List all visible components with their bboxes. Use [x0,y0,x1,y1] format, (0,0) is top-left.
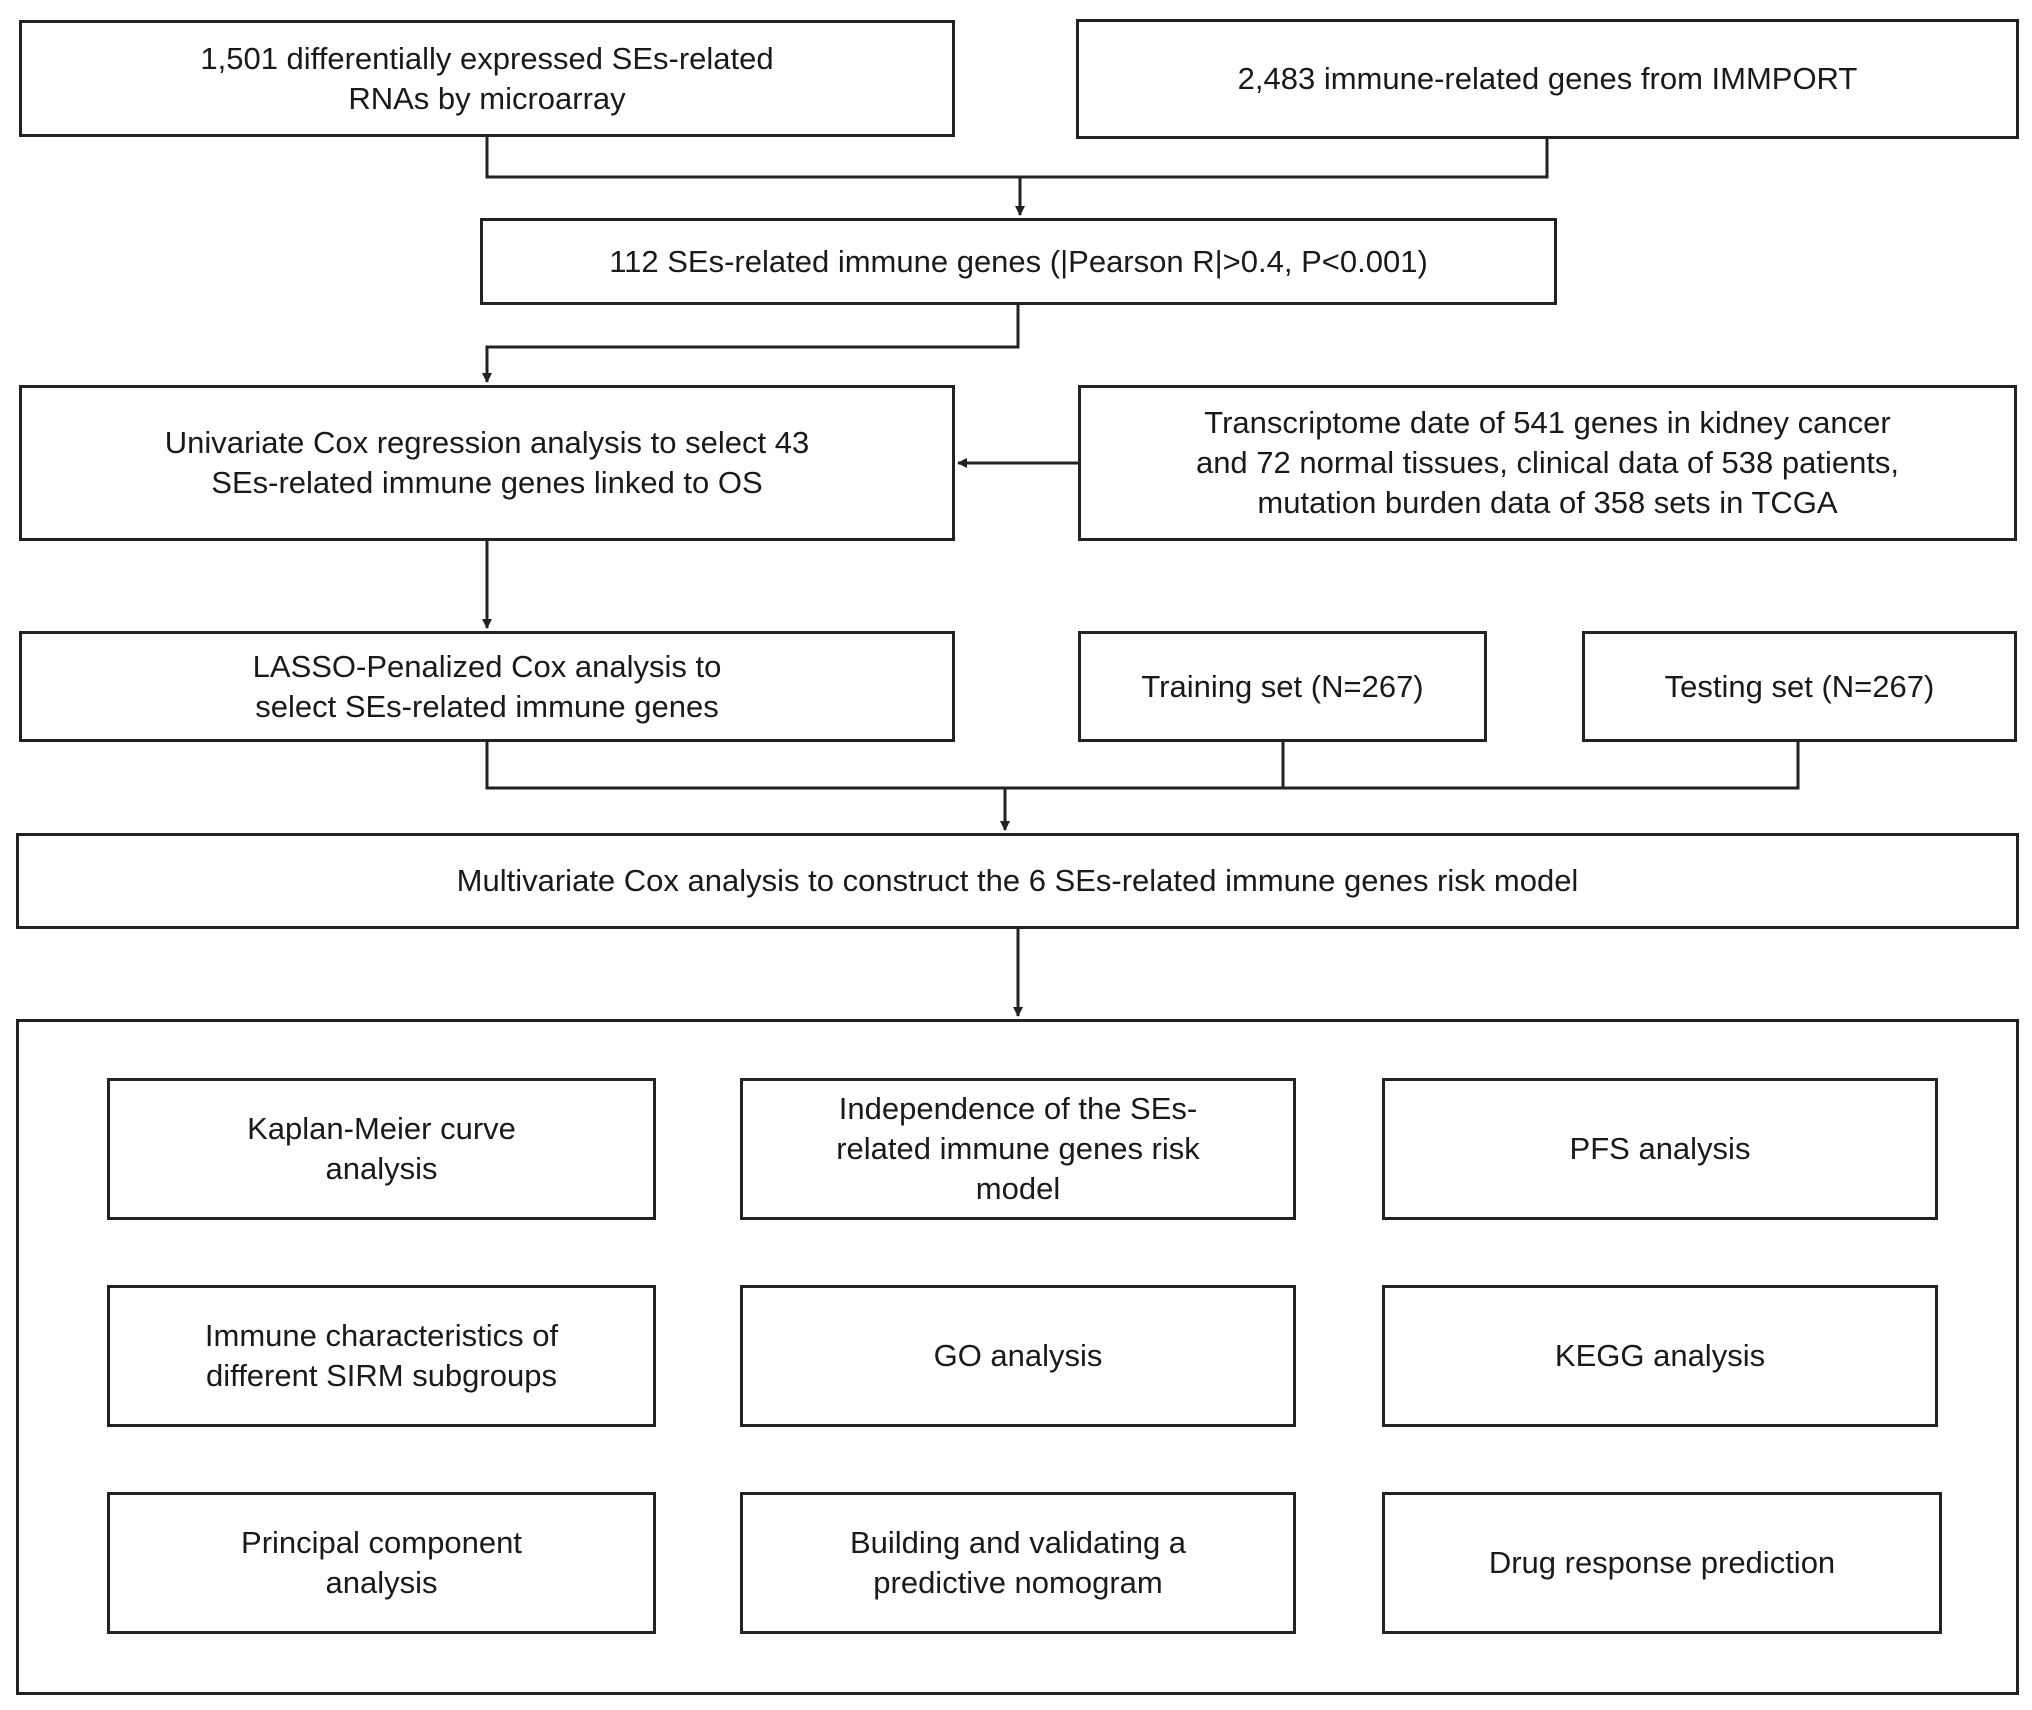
univariate-cox-label: Univariate Cox regression analysis to se… [164,425,810,500]
kegg-analysis-label: KEGG analysis [1554,1338,1766,1373]
connector-lasso [485,742,1800,790]
go-analysis-box: GO analysis [740,1285,1296,1427]
univariate-cox-box: Univariate Cox regression analysis to se… [19,385,955,541]
connector-immport [1020,139,1549,179]
kegg-analysis-box: KEGG analysis [1382,1285,1938,1427]
pearson-genes-box: 112 SEs-related immune genes (|Pearson R… [480,218,1557,305]
immune-characteristics-box: Immune characteristics of different SIRM… [107,1285,656,1427]
pearson-genes-label: 112 SEs-related immune genes (|Pearson R… [609,243,1428,279]
testing-set-label: Testing set (N=267) [1664,668,1935,704]
pca-label: Principal component analysis [241,1525,522,1600]
multivariate-cox-label: Multivariate Cox analysis to construct t… [456,863,1579,898]
kaplan-meier-box: Kaplan-Meier curve analysis [107,1078,656,1220]
immport-genes-label: 2,483 immune-related genes from IMMPORT [1237,61,1858,96]
immport-genes-box: 2,483 immune-related genes from IMMPORT [1076,19,2019,139]
drug-response-label: Drug response prediction [1488,1545,1836,1580]
tcga-data-label: Transcriptome date of 541 genes in kidne… [1195,405,1900,520]
tcga-data-box: Transcriptome date of 541 genes in kidne… [1078,385,2017,541]
connector-microarray [485,137,1020,179]
pca-box: Principal component analysis [107,1492,656,1634]
immune-characteristics-label: Immune characteristics of different SIRM… [204,1318,559,1393]
go-analysis-label: GO analysis [933,1338,1103,1373]
drug-response-box: Drug response prediction [1382,1492,1942,1634]
lasso-cox-label: LASSO-Penalized Cox analysis to select S… [252,648,722,724]
nomogram-label: Building and validating a predictive nom… [849,1525,1187,1600]
independence-label: Independence of the SEs- related immune … [836,1091,1200,1206]
testing-set-box: Testing set (N=267) [1582,631,2017,742]
nomogram-box: Building and validating a predictive nom… [740,1492,1296,1634]
microarray-rnas-box: 1,501 differentially expressed SEs-relat… [19,20,955,137]
microarray-rnas-label: 1,501 differentially expressed SEs-relat… [200,40,774,116]
pfs-analysis-box: PFS analysis [1382,1078,1938,1220]
kaplan-meier-label: Kaplan-Meier curve analysis [247,1111,516,1186]
arrow-to-univariate [482,305,1020,383]
training-set-box: Training set (N=267) [1078,631,1487,742]
multivariate-cox-box: Multivariate Cox analysis to construct t… [16,833,2019,929]
pfs-analysis-label: PFS analysis [1569,1131,1751,1166]
independence-box: Independence of the SEs- related immune … [740,1078,1296,1220]
training-set-label: Training set (N=267) [1141,668,1424,704]
lasso-cox-box: LASSO-Penalized Cox analysis to select S… [19,631,955,742]
